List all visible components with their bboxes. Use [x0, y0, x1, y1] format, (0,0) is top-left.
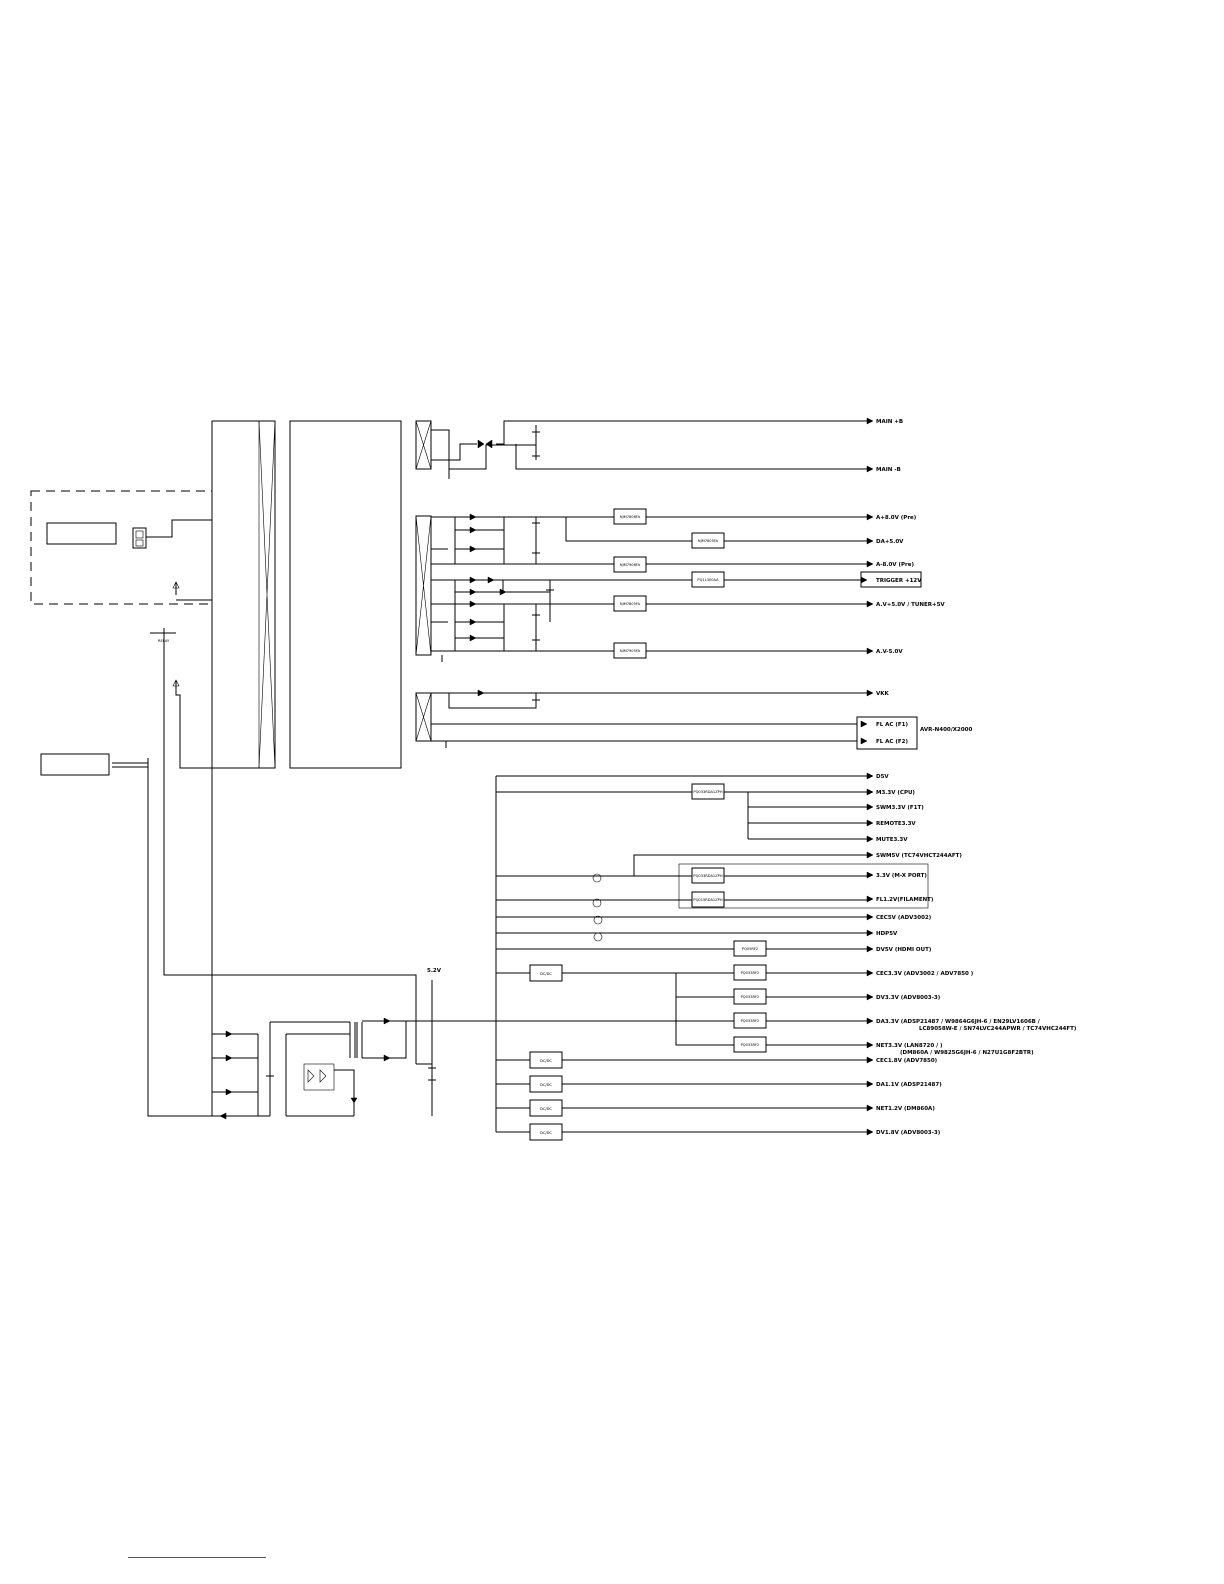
ac-inlet-block	[40, 753, 110, 776]
switch-transistor-4	[593, 932, 603, 942]
power-transformer-primary	[211, 420, 276, 769]
ic-da5-label: NJM7805FA	[698, 539, 719, 543]
label-da33-line1: DA3.3V (ADSP21487 / W9864G6JH-6 / EN29LV…	[876, 1019, 1041, 1025]
rail-labels: MAIN +B MAIN -B A+8.0V (Pre) DA+5.0V A-8…	[876, 419, 1077, 1136]
label-fl2: FL AC (F2)	[876, 739, 908, 745]
main-rectifier-group	[415, 420, 867, 479]
label-trigger: TRIGGER +12V	[876, 578, 922, 584]
pre-rectifier-group	[415, 513, 867, 662]
ic-a8-label: NJM7808FA	[620, 515, 641, 519]
label-dv33: DV3.3V (ADV8003-3)	[876, 995, 941, 1001]
label-cec18: CEC1.8V (ADV7850)	[876, 1058, 938, 1064]
label-fl12: FL1.2V(FILAMENT)	[876, 897, 934, 903]
label-a-pos: A+8.0V (Pre)	[876, 515, 917, 521]
digital-supply-section: PQ033RDA1ZPH PQ033RDA1ZPH PQ015RDA1ZPH P…	[495, 775, 929, 1141]
ic-m33-label: PQ033RDA1ZPH	[693, 790, 722, 794]
label-main-pos: MAIN +B	[876, 419, 903, 425]
footer-link-underline	[128, 1557, 266, 1558]
label-swm33: SWM3.3V (F1T)	[876, 805, 924, 811]
mx-port-regulator-group	[678, 863, 929, 909]
ic-cec33-label: PQ033RF2	[741, 971, 760, 975]
ic-dv5-label: PQ05RF2	[742, 947, 758, 951]
label-fl1: FL AC (F1)	[876, 722, 908, 728]
transformer-section	[211, 420, 402, 769]
dcdc-2-label: DC/DC	[540, 1059, 552, 1063]
ic-an8-label: NJM7908FA	[620, 563, 641, 567]
ic-avn5-label: NJM7905FA	[620, 649, 641, 653]
label-remote: REMOTE3.3V	[876, 821, 916, 827]
ic-da33-label: PQ033RF2	[741, 1019, 760, 1023]
ic-dv33-label: PQ033RF2	[741, 995, 760, 999]
label-net12: NET1.2V (DM860A)	[876, 1106, 935, 1112]
pre-regulators: NJM7808FA NJM7805FA NJM7908FA PQ1L300AA …	[613, 508, 922, 750]
label-da33-line2: LC89058W-E / SN74LVC244APWR / TC74VHC244…	[919, 1026, 1077, 1032]
label-d5v: D5V	[876, 774, 889, 780]
input-section: RELAY	[30, 490, 417, 1117]
dcdc-5-label: DC/DC	[540, 1131, 552, 1135]
v52-label: 5.2V	[427, 968, 442, 974]
label-da11: DA1.1V (ADSP21487)	[876, 1082, 942, 1088]
label-m33: M3.3V (CPU)	[876, 790, 915, 796]
label-net33-line2: (DM860A / W9825G6JH-6 / N27U1G8F2BTR)	[900, 1050, 1034, 1056]
label-main-neg: MAIN -B	[876, 467, 901, 473]
switch-transistor-2	[592, 898, 602, 908]
dcdc-1-label: DC/DC	[540, 972, 552, 976]
label-av: A.V+5.0V / TUNER+5V	[876, 602, 945, 608]
label-dv5: DV5V (HDMI OUT)	[876, 947, 932, 953]
label-vkk: VKK	[876, 691, 890, 697]
switch-transistor-3	[593, 915, 603, 925]
label-a-neg: A-8.0V (Pre)	[876, 562, 914, 568]
ic-trigger-label: PQ1L300AA	[697, 578, 719, 582]
ic-net33-label: PQ033RF2	[741, 1043, 760, 1047]
rail-arrows	[860, 417, 874, 1136]
label-mute: MUTE3.3V	[876, 837, 908, 843]
label-model-note: AVR-N400/X2000	[920, 727, 972, 733]
label-dv18: DV1.8V (ADV8003-3)	[876, 1130, 941, 1136]
label-net33-line1: NET3.3V (LAN8720 / )	[876, 1043, 943, 1049]
vkk-fl-rectifier-group	[415, 689, 867, 748]
ic-v33-label: PQ033RDA1ZPH	[693, 874, 722, 878]
label-hdp: HDP5V	[876, 931, 898, 937]
label-av-neg: A.V-5.0V	[876, 649, 903, 655]
label-swm5: SWM5V (TC74VHCT244AFT)	[876, 853, 962, 859]
ic-fl12-label: PQ015RDA1ZPH	[693, 898, 722, 902]
relay-label: RELAY	[158, 639, 170, 643]
smps-controller	[303, 1063, 335, 1091]
standby-smps-section: 5.2V	[211, 421, 496, 1120]
label-v33: 3.3V (M-X PORT)	[876, 873, 927, 879]
label-da: DA+5.0V	[876, 539, 904, 545]
power-unit-block	[46, 522, 117, 545]
label-cec5: CEC5V (ADV3002)	[876, 915, 932, 921]
ic-av5-label: NJM7805FA	[620, 602, 641, 606]
dcdc-3-label: DC/DC	[540, 1083, 552, 1087]
power-transformer-secondary	[289, 420, 402, 769]
fl-ac-output-box	[856, 716, 918, 750]
dashed-power-unit-outline	[30, 490, 229, 605]
switch-transistor-1	[592, 873, 602, 883]
label-cec33: CEC3.3V (ADV3002 / ADV7850 )	[876, 971, 974, 977]
dcdc-4-label: DC/DC	[540, 1107, 552, 1111]
